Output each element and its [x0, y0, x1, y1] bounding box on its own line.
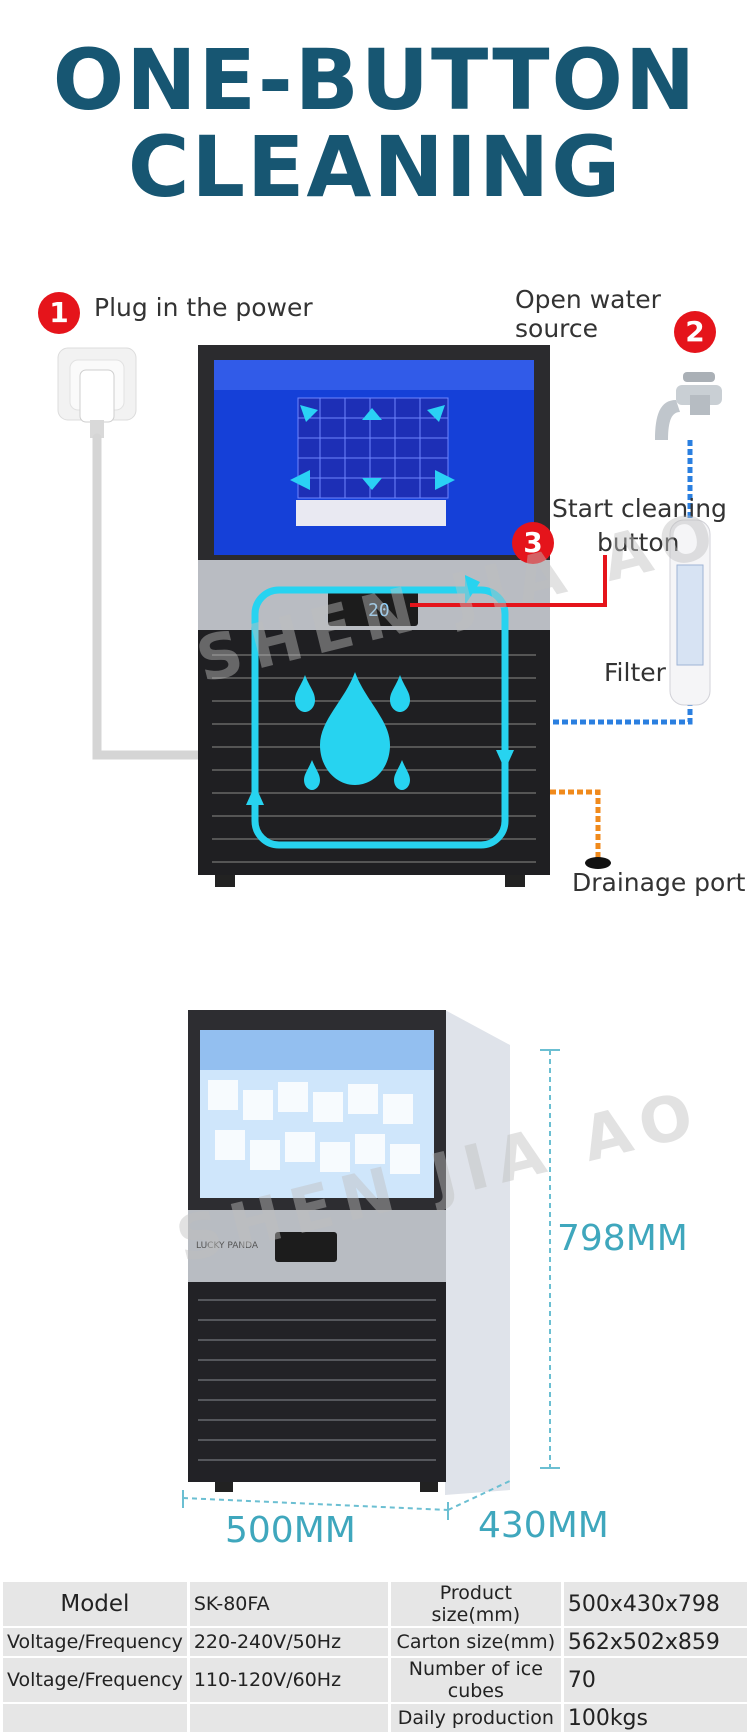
table-row: Voltage/Frequency 110-120V/60Hz Number o…: [3, 1658, 747, 1702]
cleaning-flow-loop: [251, 586, 509, 849]
step-3-badge: 3: [512, 522, 554, 564]
start-cleaning-label: Start cleaning: [552, 494, 727, 523]
title-line-1: ONE-BUTTON: [52, 31, 698, 129]
spec-table: Model SK-80FA Product size(mm) 500x430x7…: [0, 1580, 750, 1734]
plug-power-label: Plug in the power: [94, 293, 313, 322]
spec-value: 500x430x798: [563, 1582, 747, 1626]
spec-value: 100kgs: [563, 1704, 747, 1732]
table-row: Model SK-80FA Product size(mm) 500x430x7…: [3, 1582, 747, 1626]
drain-hole-icon: [585, 857, 611, 869]
ice-machine-diagram: 20: [198, 345, 550, 887]
spec-key: [3, 1704, 187, 1732]
step-1-badge: 1: [38, 292, 80, 334]
spec-key: Daily production: [390, 1704, 561, 1732]
water-drop-icon: [320, 672, 390, 785]
table-row: Daily production 100kgs: [3, 1704, 747, 1732]
start-button-pointer: [410, 555, 607, 607]
dimension-lines: [182, 1049, 560, 1520]
spec-key: Voltage/Frequency: [3, 1628, 187, 1656]
spec-key: Voltage/Frequency: [3, 1658, 187, 1702]
open-water-label: Open water source: [515, 285, 661, 343]
filter-label: Filter: [604, 658, 666, 687]
drainage-port-label: Drainage port: [572, 868, 746, 897]
step-2-badge: 2: [674, 311, 716, 353]
spec-value: 220-240V/50Hz: [189, 1628, 388, 1656]
filter-icon: [669, 519, 711, 706]
width-dimension: 500MM: [225, 1510, 356, 1551]
power-outlet-icon: [57, 347, 137, 438]
start-cleaning-label-2: button: [597, 528, 680, 557]
ice-machine-photo: LUCKY PANDA: [188, 1010, 510, 1495]
spec-value: [189, 1704, 388, 1732]
faucet-icon: [655, 372, 722, 440]
drain-line: [550, 789, 601, 860]
spec-value: 70: [563, 1658, 747, 1702]
height-dimension: 798MM: [557, 1218, 688, 1259]
brand-logo: LUCKY PANDA: [196, 1241, 259, 1251]
table-row: Voltage/Frequency 220-240V/50Hz Carton s…: [3, 1628, 747, 1656]
power-cord: [92, 433, 205, 760]
spec-key: Model: [3, 1582, 187, 1626]
spec-value: 110-120V/60Hz: [189, 1658, 388, 1702]
spec-key: Number of ice cubes: [390, 1658, 561, 1702]
spec-value: 562x502x859: [563, 1628, 747, 1656]
spec-value: SK-80FA: [189, 1582, 388, 1626]
spec-key: Product size(mm): [390, 1582, 561, 1626]
panel-display: 20: [368, 600, 390, 621]
title-line-2: CLEANING: [127, 118, 623, 216]
depth-dimension: 430MM: [478, 1505, 609, 1546]
spec-key: Carton size(mm): [390, 1628, 561, 1656]
